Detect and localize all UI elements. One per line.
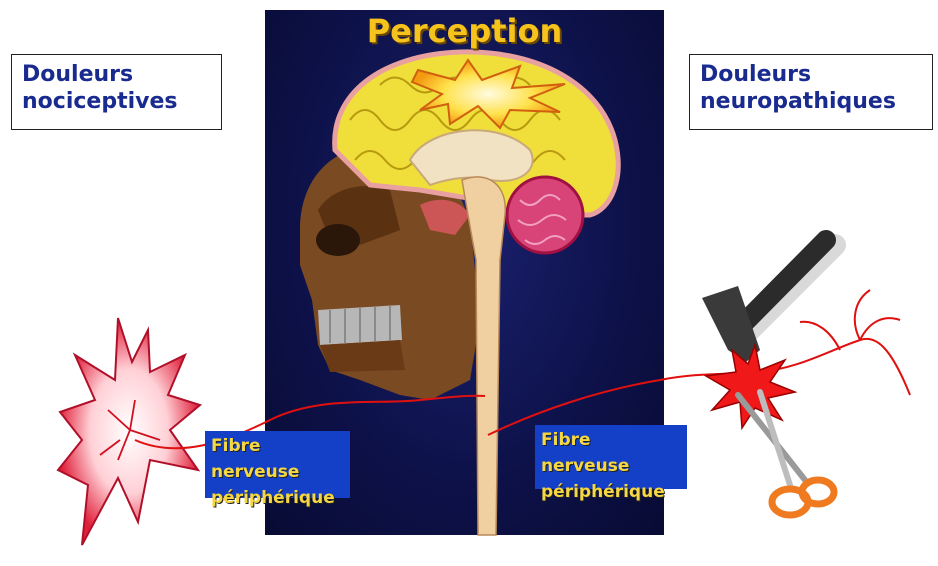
perception-title: Perception [265, 12, 664, 50]
fibre-right-line2: périphérique [541, 479, 681, 505]
peripheral-nerve-label-left: Fibre nerveuse périphérique [205, 431, 350, 498]
neuropathic-label-line2: neuropathiques [700, 88, 922, 115]
fibre-right-line1: Fibre nerveuse [541, 427, 681, 479]
fibre-left-line1: Fibre nerveuse [211, 433, 344, 485]
hammer-icon [702, 240, 835, 362]
neuropathic-pain-label: Douleurs neuropathiques [689, 54, 933, 130]
nociceptive-pain-label: Douleurs nociceptives [11, 54, 222, 130]
nerve-fiber-right [488, 290, 910, 435]
nociceptive-label-line2: nociceptives [22, 88, 211, 115]
nociceptive-label-line1: Douleurs [22, 61, 211, 88]
peripheral-nerve-label-right: Fibre nerveuse périphérique [535, 425, 687, 489]
scissors-icon [738, 392, 834, 515]
neuropathic-label-line1: Douleurs [700, 61, 922, 88]
fibre-left-line2: périphérique [211, 485, 344, 511]
